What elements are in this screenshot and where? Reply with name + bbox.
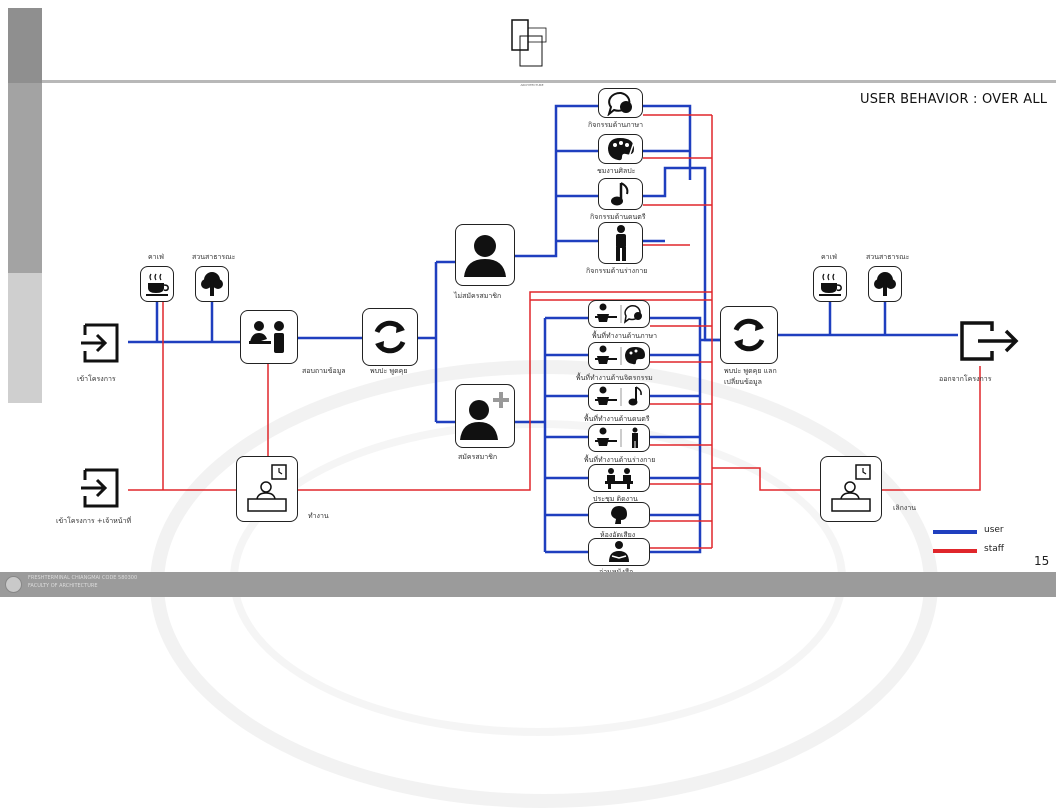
user-line-act-music-right <box>643 166 707 280</box>
user-line-nonmember-out <box>515 104 598 258</box>
reading-icon <box>609 541 629 562</box>
refresh-cycle-icon <box>733 318 765 352</box>
enter-icon <box>81 468 119 508</box>
ws-body-node <box>588 424 650 452</box>
meeting-icon <box>605 468 633 489</box>
act-art-label: ชมงานศิลปะ <box>597 167 636 175</box>
off-work-node <box>820 456 882 522</box>
staff-line-offwork-exit <box>880 366 981 491</box>
park-right-node <box>868 266 902 302</box>
info-label: สอบถามข้อมูล <box>302 367 346 375</box>
legend-staff-swatch <box>933 549 977 553</box>
exit-icon <box>960 321 1019 361</box>
park-left-label: สวนสาธารณะ <box>192 253 236 261</box>
palette-icon <box>607 138 635 161</box>
music-note-icon <box>610 182 628 206</box>
tree-icon <box>201 272 223 296</box>
meeting-label: ประชุม ติดงาน <box>593 495 638 503</box>
page-title: USER BEHAVIOR : OVER ALL <box>860 92 1048 107</box>
exit-label: ออกจากโครงการ <box>939 375 992 383</box>
logo-icon <box>511 19 547 67</box>
nonmember-node <box>455 224 515 286</box>
cafe-left-node <box>140 266 174 302</box>
ws-art-node <box>588 342 650 370</box>
work-left-node <box>236 456 298 522</box>
act-music-node <box>598 178 643 210</box>
act-music-label: กิจกรรมด้านดนตรี <box>590 213 646 221</box>
legend-user-swatch <box>933 530 977 534</box>
ws-language-node <box>588 300 650 328</box>
cafe-left-label: คาเฟ่ <box>148 253 164 261</box>
ws-music-label: พื้นที่ทำงานด้านดนตรี <box>584 415 650 423</box>
tree-icon <box>874 272 896 296</box>
act-art-node <box>598 134 643 164</box>
ws-music-node <box>588 383 650 411</box>
footer-line-2: FACULTY OF ARCHITECTURE <box>28 583 98 589</box>
info-node <box>240 310 298 364</box>
coffee-cup-icon <box>146 273 169 296</box>
coffee-cup-icon <box>819 273 842 296</box>
legend-staff-label: staff <box>984 544 1004 554</box>
side-bar-light <box>8 273 42 403</box>
meet-label: พบปะ พูดคุย <box>370 367 408 375</box>
university-seal-icon <box>5 576 22 593</box>
member-node <box>455 384 515 448</box>
work-left-label: ทำงาน <box>308 512 329 520</box>
meet-exchange-label: พบปะ พูดคุย แลกเปลี่ยนข้อมูล <box>724 367 777 386</box>
meet-exchange-node <box>720 306 778 364</box>
off-work-label: เลิกงาน <box>893 504 917 512</box>
page-number: 15 <box>1034 554 1050 568</box>
meet-node <box>362 308 418 366</box>
enter-label: เข้าโครงการ <box>77 375 116 383</box>
add-user-icon <box>460 392 509 440</box>
legend-user-label: user <box>984 525 1004 535</box>
act-body-node <box>598 222 643 264</box>
desk-person-icon <box>595 427 638 448</box>
flow-lines <box>128 104 981 554</box>
microphone-icon <box>611 506 627 524</box>
staff-line-work-out <box>298 291 712 491</box>
cafe-right-node <box>813 266 847 302</box>
desk-music-icon <box>595 386 642 406</box>
desk-clock-icon <box>831 464 871 512</box>
enter-node <box>76 318 126 368</box>
park-left-node <box>195 266 229 302</box>
logo-label: ARCHITECTURE <box>520 83 544 87</box>
act-body-label: กิจกรรมด้านร่างกาย <box>586 267 648 275</box>
desk-palette-icon <box>595 345 645 365</box>
user-line-act-lang-right <box>643 104 692 180</box>
user-icon <box>464 235 506 277</box>
exit-node <box>958 316 1020 366</box>
meeting-node <box>588 464 650 492</box>
ws-body-label: พื้นที่ทำงานด้านร่างกาย <box>584 456 656 464</box>
info-desk-icon <box>249 321 284 353</box>
speech-bubble-icon <box>606 91 632 116</box>
record-label: ห้องอัดเสียง <box>600 531 636 539</box>
desk-speech-icon <box>595 303 642 324</box>
act-language-label: กิจกรรมด้านภาษา <box>588 121 644 129</box>
enter-icon <box>81 323 119 363</box>
desk-clock-icon <box>247 464 287 512</box>
side-bar-mid <box>8 83 42 273</box>
record-node <box>588 502 650 528</box>
footer-line-1: FRESHTERMINAL CHIANGMAI CODE 580300 <box>28 575 138 581</box>
member-label: สมัครสมาชิก <box>458 453 498 461</box>
user-line-ws-right-trunk <box>650 316 702 554</box>
cafe-right-label: คาเฟ่ <box>821 253 837 261</box>
header-divider <box>42 80 1056 83</box>
person-icon <box>615 225 626 261</box>
act-language-node <box>598 88 643 118</box>
enter-staff-node <box>76 463 126 513</box>
nonmember-label: ไม่สมัครสมาชิก <box>454 292 502 300</box>
park-right-label: สวนสาธารณะ <box>866 253 910 261</box>
staff-line-to-offwork <box>712 467 820 491</box>
side-bar-dark <box>8 8 42 83</box>
footer-bar <box>0 572 1056 597</box>
ws-art-label: พื้นที่ทำงานด้านจิตรกรรม <box>576 374 653 382</box>
ws-language-label: พื้นที่ทำงานด้านภาษา <box>592 332 658 340</box>
enter-staff-label: เข้าโครงการ +เจ้าหน้าที่ <box>56 517 132 525</box>
refresh-cycle-icon <box>374 320 406 354</box>
reading-node <box>588 538 650 566</box>
